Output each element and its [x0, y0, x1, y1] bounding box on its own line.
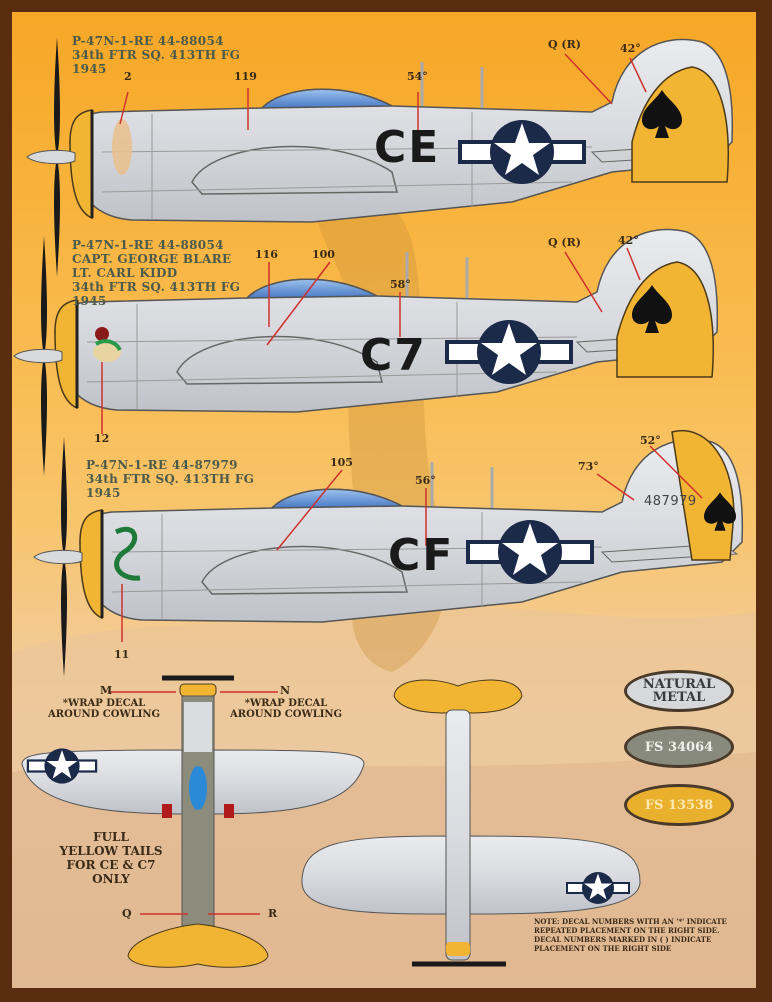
swatch-label: METAL	[652, 690, 706, 705]
footnote: NOTE: DECAL NUMBERS WITH AN '*' INDICATE…	[534, 917, 727, 953]
footnote-line: DECAL NUMBERS MARKED IN ( ) INDICATE	[534, 935, 712, 944]
profile-3-caption: P-47N-1-RE 44-87979 34th FTR SQ. 413TH F…	[86, 458, 254, 500]
callout-label: 54°	[407, 70, 428, 83]
artwork	[12, 36, 756, 988]
callout-label: 100	[312, 248, 335, 261]
unit-code-c7: C7	[360, 330, 427, 381]
caption-line: CAPT. GEORGE BLARE	[72, 252, 232, 266]
note-line: AROUND COWLING	[48, 709, 161, 720]
callout-label: 58°	[390, 278, 411, 291]
callout-label: 11	[114, 648, 130, 661]
unit-code-cf: CF	[388, 530, 455, 581]
callout-label: 42°	[620, 42, 641, 55]
swatch-natural-metal: NATURAL METAL	[624, 670, 734, 712]
caption-line: 34th FTR SQ. 413TH FG	[72, 280, 241, 294]
top-view-lower	[301, 679, 641, 967]
wrap-note-left: *WRAP DECAL AROUND COWLING	[48, 698, 160, 720]
callout-label: 56°	[415, 474, 436, 487]
footnote-line: REPEATED PLACEMENT ON THE RIGHT SIDE.	[534, 926, 720, 935]
marker-r: R	[268, 907, 278, 920]
callout-label: Q (R)	[548, 38, 581, 51]
caption-line: P-47N-1-RE 44-88054	[72, 238, 224, 252]
wrap-note-right: *WRAP DECAL AROUND COWLING	[230, 698, 342, 720]
callout-label: 42°	[618, 234, 639, 247]
callout-label: 52°	[640, 434, 661, 447]
callout-label: 73°	[578, 460, 599, 473]
marker-q: Q	[122, 907, 132, 920]
marker-m: M	[100, 684, 113, 697]
swatch-label: NATURAL	[642, 677, 716, 692]
footnote-line: NOTE: DECAL NUMBERS WITH AN '*' INDICATE	[534, 917, 727, 926]
caption-line: 1945	[72, 62, 107, 76]
swatch-label: FS 34064	[644, 739, 714, 755]
swatch-fs-13538: FS 13538	[624, 784, 734, 826]
callout-label: 116	[255, 248, 278, 261]
note-line: YELLOW TAILS	[59, 844, 163, 858]
caption-line: 1945	[72, 294, 107, 308]
caption-line: 1945	[86, 486, 121, 500]
marker-n: N	[280, 684, 291, 697]
note-line: FOR CE & C7	[66, 858, 156, 872]
profile-1-caption: P-47N-1-RE 44-88054 34th FTR SQ. 413TH F…	[72, 34, 240, 76]
caption-line: 34th FTR SQ. 413TH FG	[72, 48, 241, 62]
swatch-label: FS 13538	[644, 797, 714, 813]
decal-sheet: P-47N-1-RE 44-88054 34th FTR SQ. 413TH F…	[12, 12, 756, 988]
caption-line: 34th FTR SQ. 413TH FG	[86, 472, 255, 486]
callout-label: 12	[94, 432, 110, 445]
swatch-fs-34064: FS 34064	[624, 726, 734, 768]
profile-2-caption: P-47N-1-RE 44-88054 CAPT. GEORGE BLARE L…	[72, 238, 240, 308]
yellow-tail-note: FULL YELLOW TAILS FOR CE & C7 ONLY	[56, 830, 166, 886]
tail-serial: 487979	[644, 494, 697, 509]
profile-aircraft-cf	[33, 429, 744, 678]
callout-label: Q (R)	[548, 236, 581, 249]
footnote-line: PLACEMENT ON THE RIGHT SIDE	[534, 944, 672, 953]
profile-aircraft-ce	[26, 36, 734, 278]
caption-line: P-47N-1-RE 44-87979	[86, 458, 238, 472]
note-line: *WRAP DECAL	[62, 698, 146, 709]
caption-line: P-47N-1-RE 44-88054	[72, 34, 224, 48]
callout-label: 119	[234, 70, 257, 83]
note-line: ONLY	[92, 872, 130, 886]
callout-label: 105	[330, 456, 353, 469]
note-line: FULL	[93, 830, 129, 844]
top-view-upper	[21, 675, 365, 968]
caption-line: LT. CARL KIDD	[72, 266, 178, 280]
note-line: AROUND COWLING	[230, 709, 343, 720]
profile-aircraft-c7	[13, 228, 719, 477]
callout-label: 2	[124, 70, 132, 83]
unit-code-ce: CE	[374, 122, 441, 173]
note-line: *WRAP DECAL	[244, 698, 328, 709]
